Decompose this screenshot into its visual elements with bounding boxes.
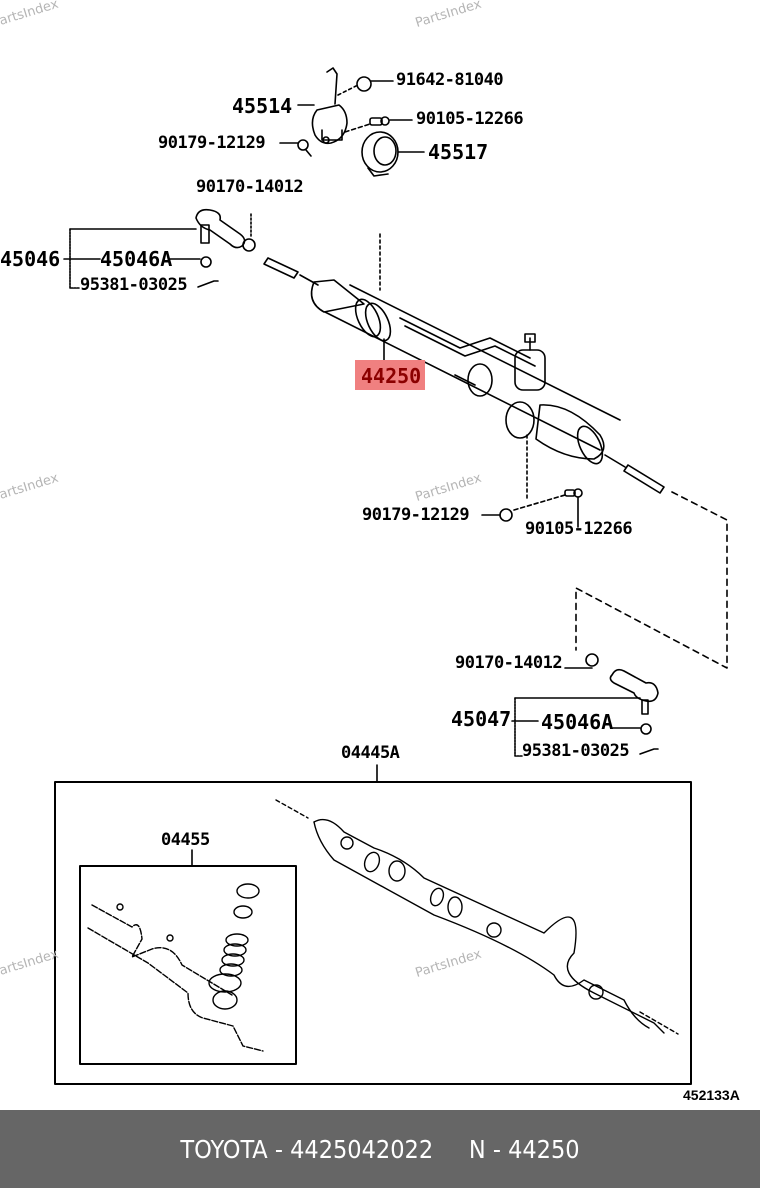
callout-04455[interactable]: 04455 [161,830,210,850]
callout-90179-12129-bottom[interactable]: 90179-12129 [362,505,470,525]
diagram-drawing [54,67,728,1085]
callout-90170-14012-top[interactable]: 90170-14012 [196,177,304,197]
parts-diagram: PartsIndex PartsIndex PartsIndex PartsIn… [0,0,740,1103]
callout-04445a[interactable]: 04445A [341,743,400,763]
bolt-90105-top-icon [369,116,390,126]
footer-part-info: TOYOTA - 4425042022 N - 44250 [180,1134,580,1164]
seal-kit-icon [87,883,264,1052]
callout-44250: 44250 [361,364,422,388]
nut-90170-bottom-icon [585,653,599,667]
cotter-pin-left-icon [197,280,219,288]
nut-90179-bottom-icon [499,508,513,522]
footer-bar: TOYOTA - 4425042022 N - 44250 [0,1110,760,1188]
bracket-45517-icon [361,131,399,177]
castle-nut-right-icon [640,723,652,735]
callout-45514[interactable]: 45514 [232,94,293,118]
callout-45046[interactable]: 45046 [0,247,61,271]
nut-90170-top-icon [242,238,256,252]
bolt-90105-bottom-icon [564,488,583,498]
callout-45046a-right[interactable]: 45046A [541,710,614,734]
kit-box-04455 [79,865,297,1065]
cotter-pin-right-icon [639,748,659,755]
castle-nut-left-icon [200,256,212,268]
callout-90170-14012-bottom[interactable]: 90170-14012 [455,653,563,673]
callout-45047[interactable]: 45047 [451,707,512,731]
callout-91642-81040[interactable]: 91642-81040 [396,70,504,90]
kit-rack-outline-icon [275,799,679,1035]
tie-rod-end-right-icon [609,668,659,715]
callout-45046a-left[interactable]: 45046A [100,247,173,271]
callout-90179-12129-top[interactable]: 90179-12129 [158,133,266,153]
callout-90105-12266-bottom[interactable]: 90105-12266 [525,519,633,539]
highlighted-part-44250[interactable]: 44250 [355,360,425,390]
clamp-45514-icon [311,67,348,145]
kit-box-04445a [54,781,692,1085]
callout-95381-03025-right[interactable]: 95381-03025 [522,741,630,761]
tie-rod-end-left-icon [195,208,246,249]
callout-95381-03025-left[interactable]: 95381-03025 [80,275,188,295]
marker-b-icon [356,76,372,92]
diagram-code: 452133A [683,1087,740,1103]
steering-rack-44250-icon [263,257,665,494]
callout-90105-12266-top[interactable]: 90105-12266 [416,109,524,129]
nut-90179-top-icon [297,139,312,157]
callout-45517[interactable]: 45517 [428,140,489,164]
